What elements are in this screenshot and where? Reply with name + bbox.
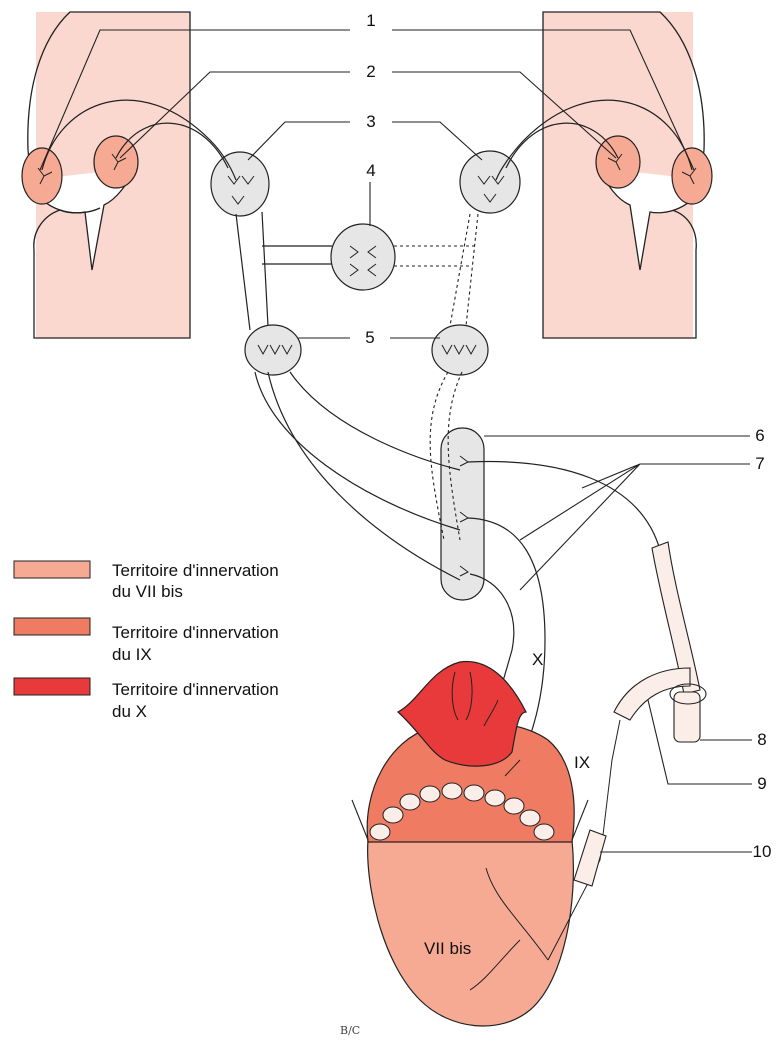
legend: Territoire d'innervation du VII bis Terr… (14, 561, 279, 721)
callout-4: 4 (366, 161, 375, 180)
left-thalamic-nucleus (211, 152, 269, 216)
legend-swatch-vii-bis (14, 561, 90, 578)
peripheral-nerve-tubes (574, 542, 706, 886)
callout-10: 10 (753, 842, 772, 861)
callout-3: 3 (366, 112, 375, 131)
left-cortical-nucleus-1 (22, 148, 62, 204)
legend-label-ix-line2: du IX (112, 645, 152, 664)
artist-signature: B/C (340, 1024, 360, 1037)
legend-label-ix-line1: Territoire d'innervation (112, 623, 279, 642)
legend-label-vii-bis-line2: du VII bis (112, 582, 183, 601)
tongue-label-x: X (532, 650, 543, 669)
right-cortical-nucleus-2 (596, 136, 640, 188)
legend-swatch-x (14, 678, 90, 695)
callout-1: 1 (366, 11, 375, 30)
legend-label-vii-bis-line1: Territoire d'innervation (112, 561, 279, 580)
right-nucleus-5 (432, 325, 488, 375)
central-nucleus-4 (331, 224, 395, 290)
callout-2: 2 (366, 62, 375, 81)
tongue-label-ix: IX (574, 753, 590, 772)
legend-label-x-line1: Territoire d'innervation (112, 680, 279, 699)
right-cortical-nucleus-1 (672, 148, 712, 204)
legend-swatch-ix (14, 618, 90, 635)
left-cortical-nucleus-2 (94, 136, 138, 188)
tongue-label-vii-bis: VII bis (424, 939, 471, 958)
callout-5: 5 (365, 328, 374, 347)
tongue-anterior-region (368, 840, 574, 1026)
callout-7: 7 (755, 454, 764, 473)
right-thalamic-nucleus (460, 151, 520, 213)
legend-label-x-line2: du X (112, 702, 147, 721)
callout-6: 6 (755, 426, 764, 445)
tongue (352, 662, 620, 1026)
callout-8: 8 (757, 730, 766, 749)
callout-9: 9 (757, 774, 766, 793)
